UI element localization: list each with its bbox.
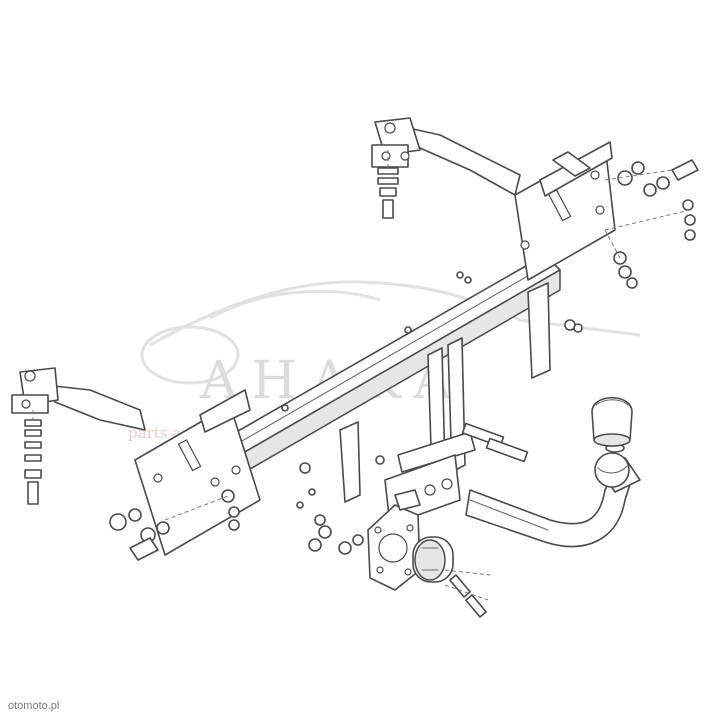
left-bolt-stack (24, 410, 42, 505)
right-bolt-stack (377, 150, 399, 219)
tow-ball (594, 443, 630, 488)
right-outer-fasteners (552, 151, 699, 289)
footer-site-label: otomoto.pl (8, 700, 60, 712)
center-bolts (281, 271, 583, 555)
electrical-socket (412, 536, 491, 618)
right-mounting-bracket (371, 117, 616, 281)
electrical-socket-plate (367, 489, 421, 591)
left-outer-fasteners (109, 489, 240, 561)
left-mounting-bracket (11, 367, 261, 556)
tow-ball-cap (591, 397, 633, 447)
center-mounting-plates (339, 282, 551, 526)
main-crossbeam (169, 254, 561, 507)
